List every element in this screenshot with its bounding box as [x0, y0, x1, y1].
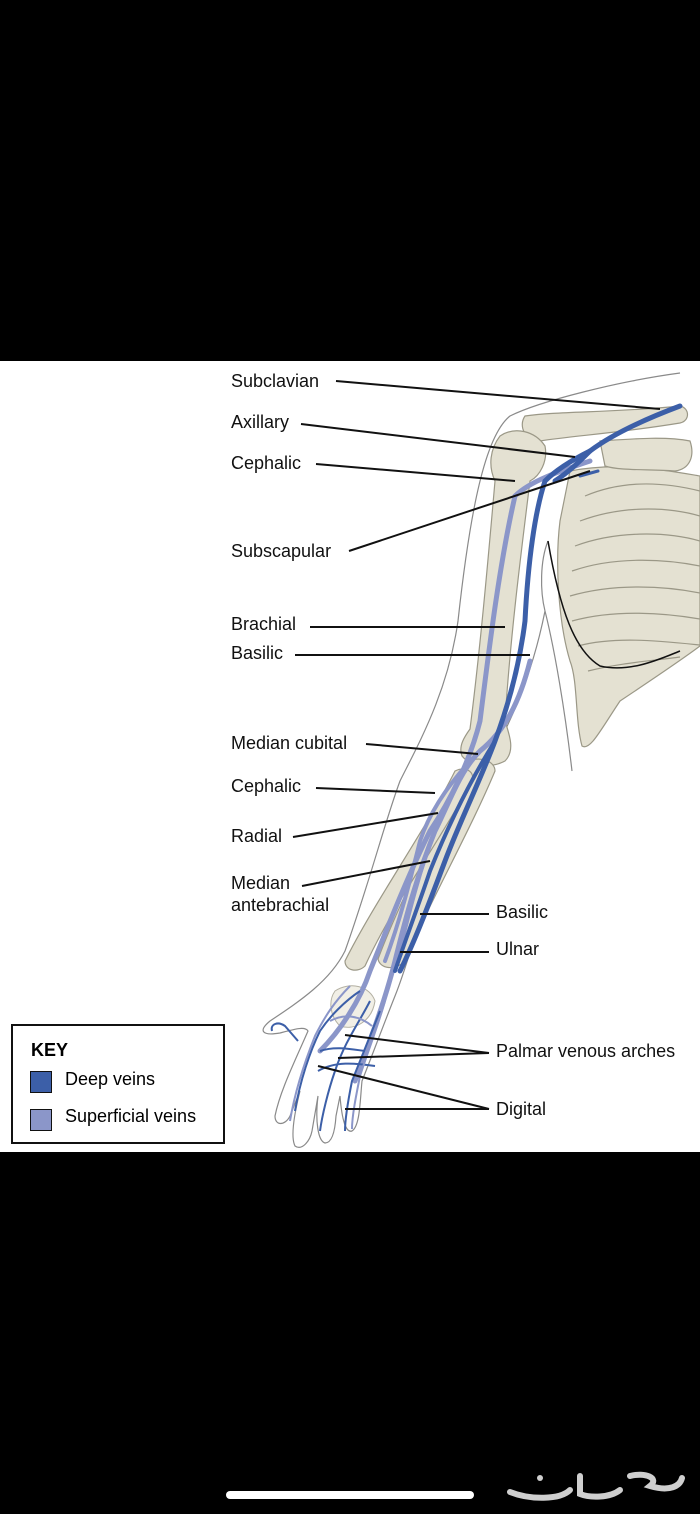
label-median-antebrachial-2: antebrachial — [231, 895, 330, 915]
haraj-logo-icon — [507, 1471, 685, 1501]
label-cephalic-upper: Cephalic — [231, 453, 302, 473]
label-subclavian: Subclavian — [231, 371, 320, 391]
legend-swatch-deep — [30, 1071, 52, 1093]
humerus — [460, 430, 547, 767]
arm-vein-diagram — [262, 372, 700, 1148]
legend-label-deep: Deep veins — [65, 1069, 156, 1089]
label-radial: Radial — [231, 826, 283, 846]
leader-lines — [292, 380, 661, 1110]
legend-swatch-superficial — [30, 1109, 52, 1131]
label-subscapular: Subscapular — [231, 541, 332, 561]
label-basilic-upper: Basilic — [231, 643, 284, 663]
label-digital: Digital — [496, 1099, 547, 1119]
deep-veins — [393, 403, 683, 974]
legend-label-superficial: Superficial veins — [65, 1106, 197, 1126]
label-brachial: Brachial — [231, 614, 297, 634]
label-median-antebrachial-1: Median — [231, 873, 291, 893]
clavicle — [521, 405, 693, 472]
label-median-cubital: Median cubital — [231, 733, 348, 753]
diagram-panel: Subclavian Axillary Cephalic Subscapular… — [0, 361, 700, 1152]
label-palmar-venous-arches: Palmar venous arches — [496, 1041, 676, 1061]
label-basilic-lower: Basilic — [496, 902, 549, 922]
label-axillary: Axillary — [231, 412, 290, 432]
home-indicator[interactable] — [226, 1491, 474, 1499]
legend-title: KEY — [31, 1040, 69, 1060]
legend-key: KEY Deep veins Superficial veins — [11, 1024, 225, 1144]
ribcage — [547, 466, 700, 748]
label-cephalic-lower: Cephalic — [231, 776, 302, 796]
label-ulnar: Ulnar — [496, 939, 540, 959]
